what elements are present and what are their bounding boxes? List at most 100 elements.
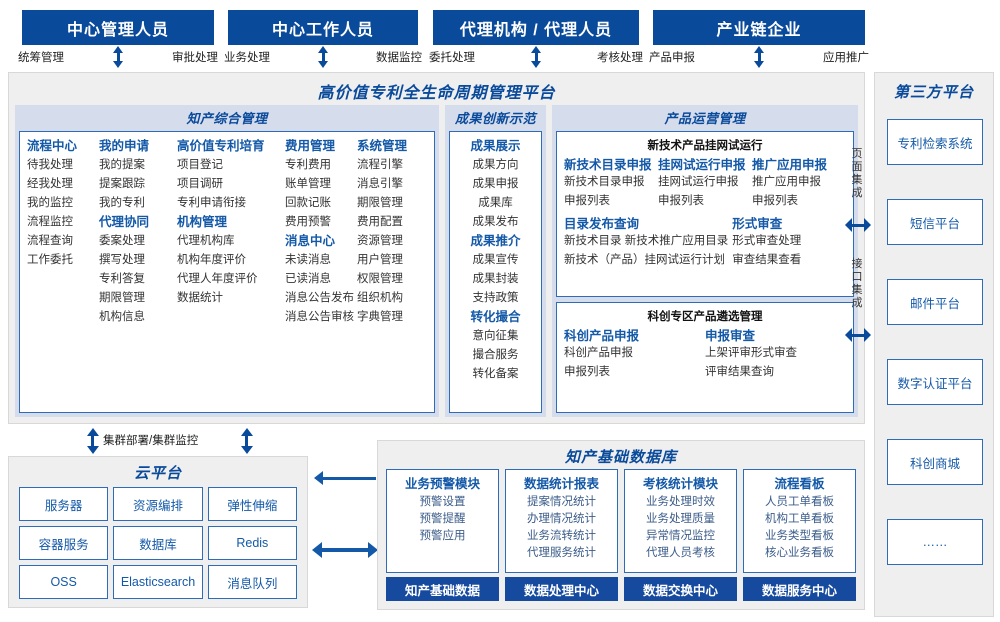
role-box-2[interactable]: 代理机构 / 代理人员 — [433, 10, 639, 45]
menu-item[interactable]: 成果封装 — [472, 273, 519, 285]
role-box-1[interactable]: 中心工作人员 — [228, 10, 418, 45]
menu-item[interactable]: 委案处理 — [99, 235, 145, 247]
menu-item[interactable]: 成果申报 — [472, 178, 519, 190]
section-heading[interactable]: 新技术目录申报 — [564, 158, 652, 172]
third-party-item-4[interactable]: 科创商城 — [887, 439, 983, 485]
database-card-item[interactable]: 代理服务统计 — [527, 547, 596, 559]
cloud-cell-1[interactable]: 资源编排 — [113, 487, 203, 521]
menu-item[interactable]: 消息公告审核 — [285, 311, 354, 323]
database-card-item[interactable]: 业务流转统计 — [527, 530, 596, 542]
third-party-item-3[interactable]: 数字认证平台 — [887, 359, 983, 405]
database-card-item[interactable]: 预警设置 — [419, 496, 466, 508]
third-party-item-2[interactable]: 邮件平台 — [887, 279, 983, 325]
menu-item[interactable]: 评审结果查询 — [705, 365, 774, 378]
menu-item[interactable]: 工作委托 — [27, 254, 73, 266]
menu-item[interactable]: 专利申请衔接 — [177, 197, 246, 209]
database-card-item[interactable]: 预警应用 — [419, 530, 466, 542]
menu-item[interactable]: 代理机构库 — [177, 235, 235, 247]
menu-item[interactable]: 挂网试运行申报 — [658, 176, 739, 188]
menu-item[interactable]: 申报列表 — [564, 195, 610, 207]
third-party-item-5[interactable]: …… — [887, 519, 983, 565]
menu-item[interactable]: 推广应用申报 — [752, 176, 821, 188]
database-center-label[interactable]: 数据交换中心 — [624, 577, 737, 601]
menu-item[interactable]: 专利费用 — [285, 159, 331, 171]
menu-item[interactable]: 已读消息 — [285, 273, 331, 285]
menu-item[interactable]: 新技术目录 新技术推广应用目录 — [564, 235, 729, 247]
menu-item[interactable]: 机构信息 — [99, 311, 145, 323]
menu-item[interactable]: 流程引擎 — [357, 159, 403, 171]
third-party-item-0[interactable]: 专利检索系统 — [887, 119, 983, 165]
menu-item[interactable]: 期限管理 — [99, 292, 145, 304]
cloud-cell-5[interactable]: Redis — [207, 526, 297, 560]
menu-item[interactable]: 机构年度评价 — [177, 254, 246, 266]
section-heading[interactable]: 流程中心 — [27, 139, 78, 153]
database-center-label[interactable]: 知产基础数据 — [386, 577, 499, 601]
role-box-0[interactable]: 中心管理人员 — [22, 10, 214, 45]
section-heading[interactable]: 我的申请 — [99, 139, 150, 153]
menu-item[interactable]: 成果发布 — [472, 216, 519, 228]
database-center-label[interactable]: 数据处理中心 — [505, 577, 618, 601]
database-card-item[interactable]: 业务处理时效 — [646, 496, 715, 508]
section-heading[interactable]: 代理协同 — [99, 215, 150, 229]
menu-item[interactable]: 上架评审形式审查 — [705, 346, 797, 359]
menu-item[interactable]: 新技术目录申报 — [564, 176, 645, 188]
section-heading[interactable]: 推广应用申报 — [752, 158, 828, 172]
database-card-item[interactable]: 核心业务看板 — [765, 547, 834, 559]
menu-item[interactable]: 项目登记 — [177, 159, 223, 171]
menu-item[interactable]: 费用配置 — [357, 216, 403, 228]
menu-item[interactable]: 用户管理 — [357, 254, 403, 266]
section-heading[interactable]: 成果推介 — [470, 234, 521, 248]
menu-item[interactable]: 费用预警 — [285, 216, 331, 228]
menu-item[interactable]: 数据统计 — [177, 292, 223, 304]
cloud-cell-3[interactable]: 容器服务 — [19, 526, 109, 560]
menu-item[interactable]: 成果宣传 — [472, 254, 519, 266]
menu-item[interactable]: 意向征集 — [472, 330, 519, 342]
menu-item[interactable]: 成果库 — [478, 197, 513, 209]
section-heading[interactable]: 申报审查 — [705, 328, 756, 343]
menu-item[interactable]: 资源管理 — [357, 235, 403, 247]
menu-item[interactable]: 字典管理 — [357, 311, 403, 323]
section-heading[interactable]: 成果展示 — [470, 139, 521, 153]
role-box-3[interactable]: 产业链企业 — [653, 10, 865, 45]
menu-item[interactable]: 待我处理 — [27, 159, 73, 171]
menu-item[interactable]: 申报列表 — [564, 365, 610, 378]
database-card-item[interactable]: 机构工单看板 — [765, 513, 834, 525]
database-card-item[interactable]: 预警提醒 — [419, 513, 466, 525]
menu-item[interactable]: 权限管理 — [357, 273, 403, 285]
cloud-cell-6[interactable]: OSS — [19, 565, 109, 599]
database-card-item[interactable]: 业务类型看板 — [765, 530, 834, 542]
menu-item[interactable]: 成果方向 — [472, 159, 519, 171]
section-heading[interactable]: 挂网试运行申报 — [658, 158, 746, 172]
cloud-cell-2[interactable]: 弹性伸缩 — [207, 487, 297, 521]
menu-item[interactable]: 消息引擎 — [357, 178, 403, 190]
menu-item[interactable]: 撰写处理 — [99, 254, 145, 266]
menu-item[interactable]: 专利答复 — [99, 273, 145, 285]
menu-item[interactable]: 经我处理 — [27, 178, 73, 190]
menu-item[interactable]: 账单管理 — [285, 178, 331, 190]
section-heading[interactable]: 目录发布查询 — [564, 217, 640, 231]
section-heading[interactable]: 转化撮合 — [470, 310, 521, 324]
database-center-label[interactable]: 数据服务中心 — [743, 577, 856, 601]
third-party-item-1[interactable]: 短信平台 — [887, 199, 983, 245]
menu-item[interactable]: 转化备案 — [472, 368, 519, 380]
section-heading[interactable]: 高价值专利培育 — [177, 139, 265, 153]
menu-item[interactable]: 新技术（产品）挂网试运行计划 — [564, 254, 725, 266]
section-heading[interactable]: 机构管理 — [177, 215, 228, 229]
menu-item[interactable]: 流程查询 — [27, 235, 73, 247]
menu-item[interactable]: 形式审查处理 — [732, 235, 802, 247]
section-heading[interactable]: 科创产品申报 — [564, 328, 640, 343]
database-card-item[interactable]: 提案情况统计 — [527, 496, 596, 508]
database-card-item[interactable]: 人员工单看板 — [765, 496, 834, 508]
section-heading[interactable]: 费用管理 — [285, 139, 336, 153]
menu-item[interactable]: 撮合服务 — [472, 349, 519, 361]
menu-item[interactable]: 审查结果查看 — [732, 254, 802, 266]
menu-item[interactable]: 申报列表 — [752, 195, 798, 207]
menu-item[interactable]: 未读消息 — [285, 254, 331, 266]
menu-item[interactable]: 流程监控 — [27, 216, 73, 228]
menu-item[interactable]: 我的提案 — [99, 159, 145, 171]
menu-item[interactable]: 支持政策 — [472, 292, 519, 304]
section-heading[interactable]: 消息中心 — [285, 234, 336, 248]
database-card-item[interactable]: 异常情况监控 — [646, 530, 715, 542]
menu-item[interactable]: 我的监控 — [27, 197, 73, 209]
menu-item[interactable]: 提案跟踪 — [99, 178, 145, 190]
